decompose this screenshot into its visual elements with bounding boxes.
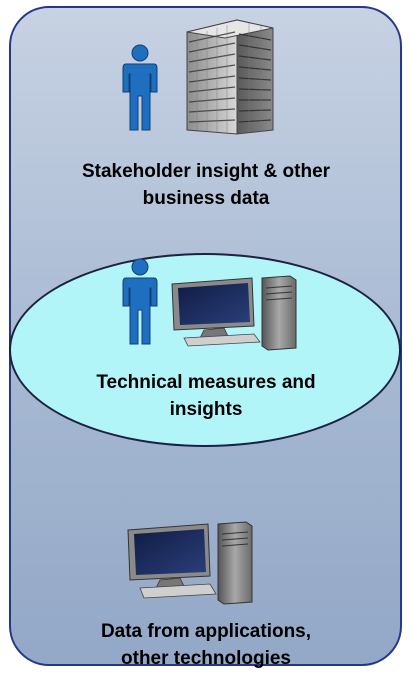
person-icon <box>122 258 158 345</box>
technical-measures-caption: Technical measures and insights <box>96 372 316 420</box>
applications-data-caption: Data from applications, other technologi… <box>100 621 312 669</box>
desktop-computer-icon <box>171 275 297 351</box>
person-icon <box>122 44 158 131</box>
office-building-icon <box>186 19 274 135</box>
stakeholder-insight-caption: Stakeholder insight & other business dat… <box>81 161 331 209</box>
desktop-computer-icon <box>127 521 253 605</box>
